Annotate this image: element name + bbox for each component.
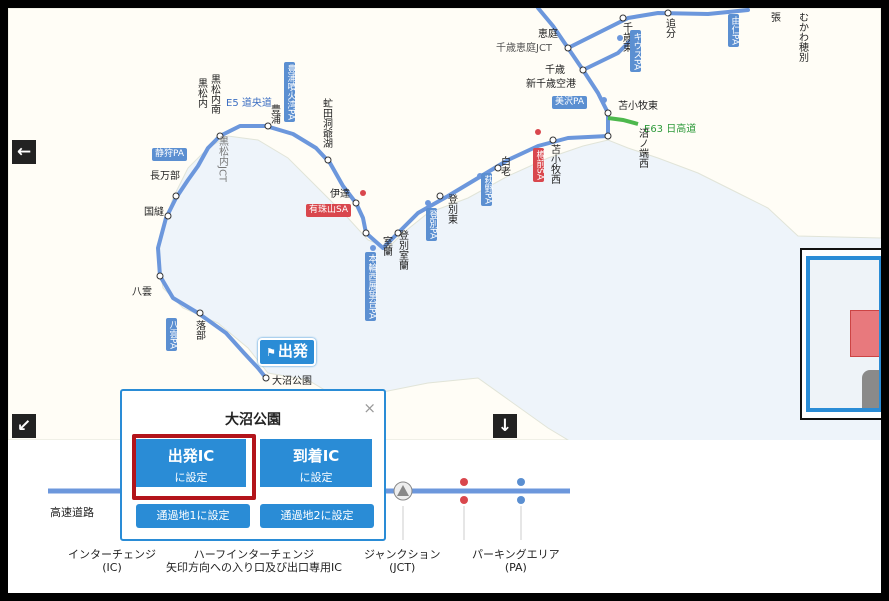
pan-down-left-button[interactable]: ↙ [12, 414, 36, 438]
close-icon[interactable]: × [363, 399, 376, 417]
pa-noboribetsu[interactable]: 登別PA [426, 208, 438, 242]
start-flag-marker[interactable]: ⚑出発 [258, 338, 316, 366]
map-canvas [8, 8, 881, 440]
sa-usuzan[interactable]: 有珠山SA [306, 204, 352, 217]
place-tomakomai-higashi: 苫小牧東 [618, 101, 658, 112]
place-kunnui: 国縫 [144, 207, 164, 218]
place-eniwa: 恵庭 [538, 29, 558, 40]
place-shin-chitose: 新千歳空港 [526, 79, 576, 90]
set-via2-button[interactable]: 通過地2に設定 [260, 504, 374, 528]
place-noboribetsu-higashi: 登別東 [445, 194, 457, 224]
app-frame: E5 道央道 E63 日高道 恵庭 千歳恵庭JCT 千歳 新千歳空港 苫小牧東 … [8, 8, 881, 593]
pa-yuni[interactable]: 由仁PA [728, 14, 740, 48]
pan-left-button[interactable]: ← [12, 140, 36, 164]
place-muroran: 室蘭 [380, 236, 392, 256]
place-kuromatsunai-minami: 黒松内南 [208, 74, 220, 114]
place-noboribetsu-muroran: 登別室蘭 [396, 230, 408, 270]
place-chitose: 千歳 [545, 65, 565, 76]
place-otoshibe: 落部 [193, 320, 205, 340]
place-chitose-eniwa-jct: 千歳恵庭JCT [496, 43, 553, 54]
minimap-land [862, 370, 879, 408]
set-start-ic-line1: 出発IC [167, 447, 215, 465]
place-oiwake: 追分 [663, 18, 675, 38]
popup-title: 大沼公園 [225, 412, 281, 428]
minimap-current-region [850, 310, 879, 357]
set-start-ic-line2: に設定 [174, 471, 208, 484]
pa-kiusu[interactable]: キウスPA [630, 30, 642, 73]
place-yakumo: 八雲 [132, 287, 152, 298]
place-oshamambe: 長万部 [150, 171, 180, 182]
set-end-ic-button[interactable]: 到着IC に設定 [260, 439, 372, 487]
place-touyako: 虻田洞爺湖 [320, 98, 332, 148]
overview-minimap[interactable] [800, 248, 881, 420]
set-start-ic-button[interactable]: 出発IC に設定 [136, 439, 246, 487]
road-e5-label: E5 道央道 [226, 98, 272, 109]
map-area[interactable]: E5 道央道 E63 日高道 恵庭 千歳恵庭JCT 千歳 新千歳空港 苫小牧東 … [8, 8, 881, 440]
legend-jct: ジャンクション (JCT) [364, 548, 441, 575]
place-toyoura: 豊浦 [268, 104, 280, 124]
legend-expressway: 高速道路 [50, 506, 94, 519]
legend-half-ic: ハーフインターチェンジ 矢印方向への入り口及び出口専用IC [166, 548, 342, 575]
minimap-view [806, 256, 881, 412]
place-date: 伊達 [330, 189, 350, 200]
place-onuma-koen: 大沼公園 [272, 376, 312, 387]
pa-hagino[interactable]: 萩野PA [481, 173, 493, 207]
set-via1-button[interactable]: 通過地1に設定 [136, 504, 250, 528]
road-e63-label: E63 日高道 [644, 124, 697, 135]
sa-tarumae[interactable]: 樽前SA [533, 148, 545, 183]
pa-toyoura[interactable]: 豊浦噴火湾PA [284, 62, 296, 123]
place-shiraoi: 白老 [498, 156, 510, 176]
start-flag-label: 出発 [277, 342, 308, 360]
place-tomakomai-nishi: 苫小牧西 [548, 144, 560, 184]
place-numanohata: 沼ノ端西 [636, 128, 648, 168]
set-end-ic-line2: に設定 [299, 471, 333, 484]
place-kuromatsunai: 黒松内 [195, 78, 207, 108]
highlight-box [132, 434, 256, 500]
place-yubari: 張 [768, 12, 780, 22]
place-chitose-higashi: 千歳東 [620, 22, 632, 52]
legend-pa: パーキングエリア (PA) [472, 548, 560, 575]
pa-shizukari[interactable]: 静狩PA [152, 148, 188, 161]
place-kuromatsunai-jct: 黒松内JCT [216, 136, 228, 183]
pan-down-button[interactable]: ↓ [493, 414, 517, 438]
legend-ic: インターチェンジ (IC) [68, 548, 156, 575]
place-mukawa-hobetsu: むかわ穂別 [796, 12, 808, 62]
flag-icon: ⚑ [266, 346, 276, 359]
pa-bisawa[interactable]: 美沢PA [552, 96, 588, 109]
pa-yakumo[interactable]: 八雲PA [166, 318, 178, 352]
set-end-ic-line1: 到着IC [292, 447, 340, 465]
pa-muroran[interactable]: 本輪西展望台PA [365, 252, 377, 322]
